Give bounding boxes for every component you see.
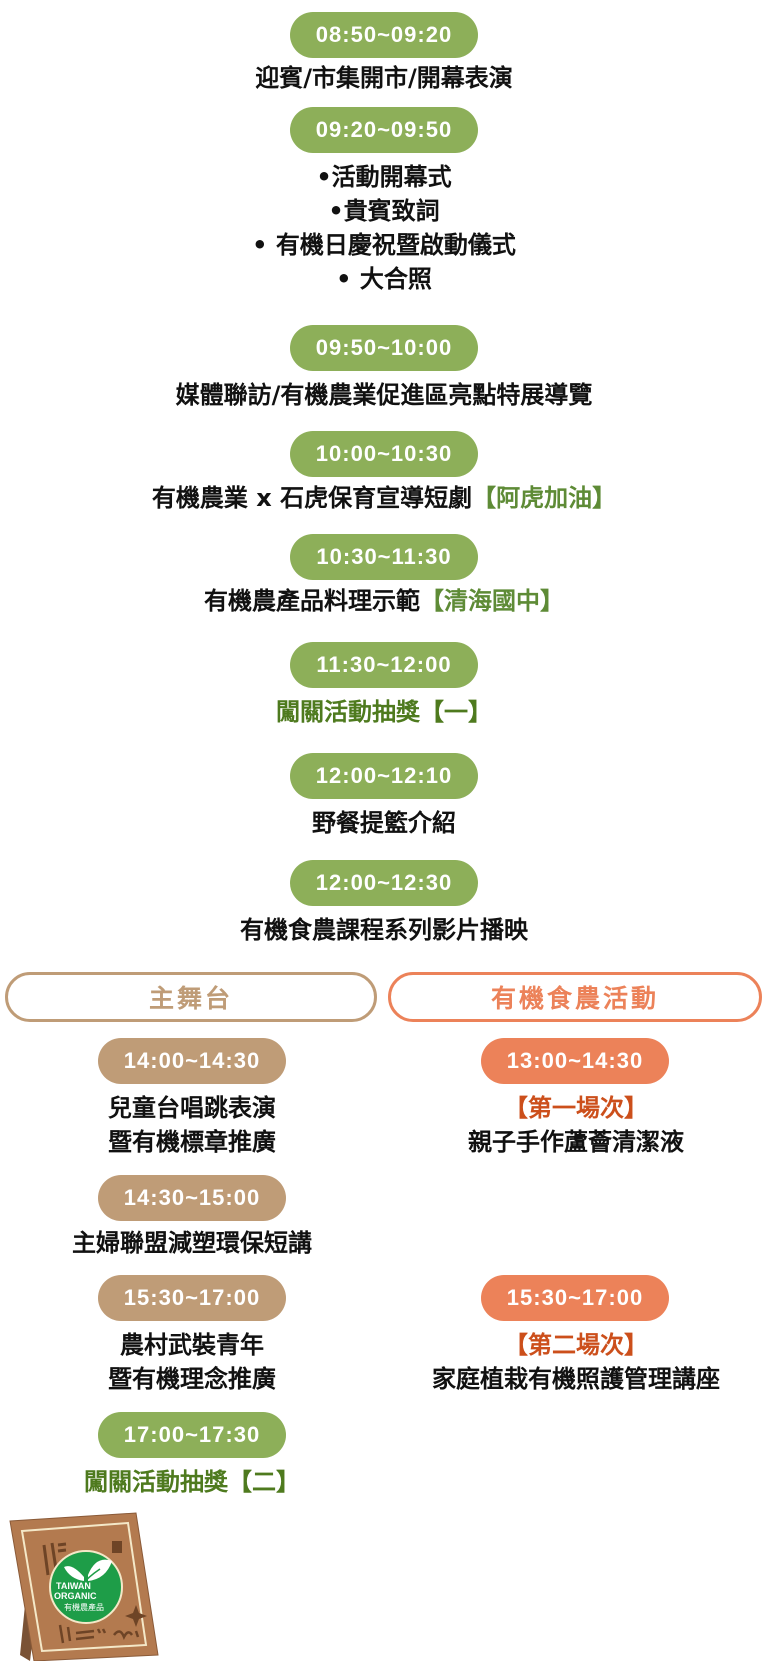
event-bullet: • 有機日慶祝暨啟動儀式 xyxy=(252,231,516,259)
time-pill: 12:00~12:10 xyxy=(290,753,478,799)
lottery-title: 闖關活動抽獎【一】 xyxy=(276,698,492,726)
time-pill: 10:00~10:30 xyxy=(290,431,478,477)
food-ag-header: 有機食農活動 xyxy=(388,972,762,1022)
badge-text-chinese: 有機農產品 xyxy=(64,1602,104,1612)
time-pill: 13:00~14:30 xyxy=(481,1038,669,1084)
session-label: 【第二場次】 xyxy=(504,1331,648,1359)
time-pill: 11:30~12:00 xyxy=(290,642,478,688)
lottery-title: 闖關活動抽獎【二】 xyxy=(84,1468,300,1496)
time-pill: 09:50~10:00 xyxy=(290,325,478,371)
time-pill: 12:00~12:30 xyxy=(290,860,478,906)
sign-square-icon xyxy=(112,1541,122,1553)
event-title: 親子手作蘆薈清潔液 xyxy=(468,1128,684,1156)
event-title: 有機食農課程系列影片播映 xyxy=(240,916,528,944)
sign-scribble-icon xyxy=(58,1624,140,1644)
event-title: 野餐提籃介紹 xyxy=(312,809,456,837)
performer-highlight: 【清海國中】 xyxy=(420,587,564,615)
event-title: 家庭植栽有機照護管理講座 xyxy=(432,1365,720,1393)
event-title: 迎賓/市集開市/開幕表演 xyxy=(255,64,513,92)
main-stage-header: 主舞台 xyxy=(5,972,377,1022)
time-pill: 14:30~15:00 xyxy=(98,1175,286,1221)
event-bullet: • 大合照 xyxy=(336,265,432,293)
sign-scribble-icon xyxy=(42,1542,67,1576)
event-title: 兒童台唱跳表演 xyxy=(108,1094,276,1122)
session-label: 【第一場次】 xyxy=(504,1094,648,1122)
event-text: 有機農業 x 石虎保育宣導短劇 xyxy=(151,484,473,512)
event-title: 有機農產品料理示範【清海國中】 xyxy=(0,584,768,618)
time-pill: 15:30~17:00 xyxy=(98,1275,286,1321)
organic-sign-illustration: TAIWAN ORGANIC 有機農產品 xyxy=(9,1512,159,1661)
event-title: 暨有機理念推廣 xyxy=(108,1365,276,1393)
performer-highlight: 【阿虎加油】 xyxy=(472,484,617,512)
time-pill: 08:50~09:20 xyxy=(290,12,478,58)
time-pill: 10:30~11:30 xyxy=(290,534,478,580)
event-title: 媒體聯訪/有機農業促進區亮點特展導覽 xyxy=(175,381,593,409)
time-pill: 09:20~09:50 xyxy=(290,107,478,153)
sign-inner-border xyxy=(20,1521,148,1653)
event-title: 農村武裝青年 xyxy=(120,1331,264,1359)
event-title: 有機農業 x 石虎保育宣導短劇【阿虎加油】 xyxy=(0,481,768,515)
leaf-icon xyxy=(64,1566,84,1581)
badge-text-organic: ORGANIC xyxy=(54,1591,97,1601)
time-pill: 17:00~17:30 xyxy=(98,1412,286,1458)
sparkle-icon xyxy=(125,1605,147,1627)
event-bullet: •活動開幕式 xyxy=(316,163,452,191)
time-pill: 15:30~17:00 xyxy=(481,1275,669,1321)
event-text: 有機農產品料理示範 xyxy=(204,587,420,615)
leaf-icon xyxy=(88,1559,112,1581)
event-title: 暨有機標章推廣 xyxy=(108,1128,276,1156)
event-title: 主婦聯盟減塑環保短講 xyxy=(72,1229,312,1257)
event-bullet: •貴賓致詞 xyxy=(328,197,440,225)
badge-text-taiwan: TAIWAN xyxy=(56,1581,91,1591)
time-pill: 14:00~14:30 xyxy=(98,1038,286,1084)
